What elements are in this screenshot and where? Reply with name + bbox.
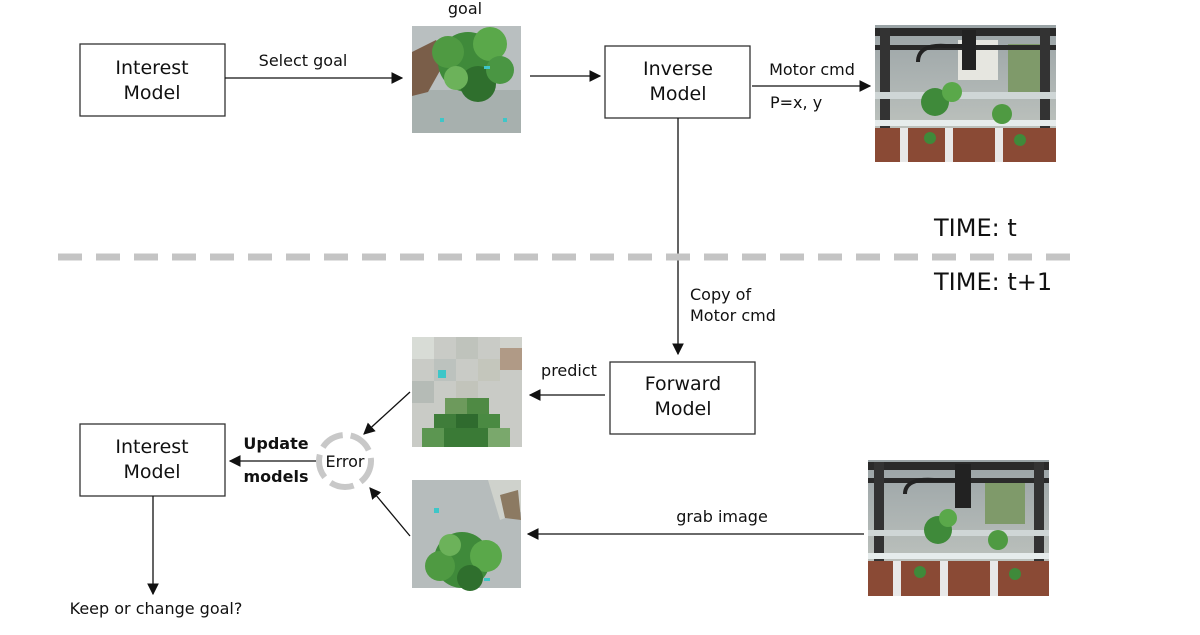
goal-image (412, 26, 521, 133)
models-label: models (244, 467, 309, 486)
arrow-grabbed-to-error (369, 487, 411, 537)
position-label: P=x, y (770, 93, 822, 112)
robot-photo-bottom (868, 460, 1049, 596)
grabbed-image (412, 480, 521, 591)
robot-photo-top (875, 25, 1056, 162)
motor-cmd-label: Motor cmd (769, 60, 855, 79)
interest-model-box-top: Interest Model (79, 43, 226, 117)
interest-model-top-line1: Interest (115, 57, 188, 79)
predict-label: predict (541, 361, 597, 380)
copy-motor-cmd-label: Motor cmd (690, 306, 776, 325)
forward-model-box: Forward Model (609, 361, 756, 435)
inverse-model-box: Inverse Model (604, 45, 751, 119)
select-goal-label: Select goal (259, 51, 348, 70)
interest-model-bottom-line2: Model (123, 461, 180, 483)
time-t-label: TIME: t (933, 214, 1017, 242)
time-t1-label: TIME: t+1 (933, 268, 1052, 296)
grab-image-label: grab image (676, 507, 768, 526)
interest-model-bottom-line1: Interest (115, 436, 188, 458)
inverse-model-line2: Model (649, 83, 706, 105)
update-label: Update (243, 434, 308, 453)
predicted-image (412, 337, 522, 447)
error-label: Error (326, 452, 365, 471)
copy-of-label: Copy of (690, 285, 751, 304)
inverse-model-line1: Inverse (643, 58, 713, 80)
error-node: Error (316, 432, 374, 490)
arrow-predicted-to-error (363, 391, 411, 435)
interest-model-top-line2: Model (123, 82, 180, 104)
keep-or-change-goal-label: Keep or change goal? (70, 599, 243, 618)
forward-model-line1: Forward (645, 373, 721, 395)
goal-label: goal (448, 0, 482, 18)
forward-model-line2: Model (654, 398, 711, 420)
interest-model-box-bottom: Interest Model (79, 423, 226, 497)
